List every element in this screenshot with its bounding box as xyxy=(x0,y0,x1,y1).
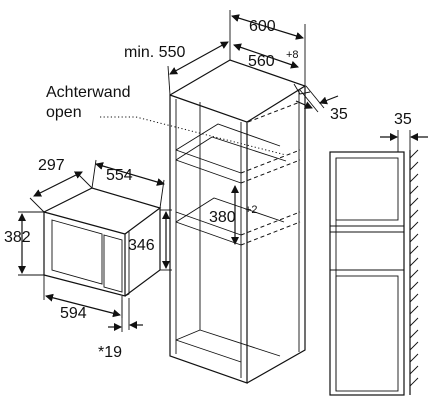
label-achterwand: Achterwand xyxy=(46,84,131,101)
dim-19: *19 xyxy=(98,344,122,361)
dim-35-cabinet: 35 xyxy=(330,106,348,123)
dim-346: 346 xyxy=(128,237,155,254)
dim-382: 382 xyxy=(4,229,31,246)
tall-cabinet xyxy=(169,59,311,384)
dim-594: 594 xyxy=(60,305,87,322)
dim-560-tolerance: +8 xyxy=(286,49,299,61)
dim-560: 560 xyxy=(248,53,275,70)
side-section: 35 xyxy=(329,111,428,396)
dim-min550: min. 550 xyxy=(124,44,185,61)
dim-297: 297 xyxy=(38,157,65,174)
cabinet-dimensions: 600 min. 550 560 +8 35 380 +2 xyxy=(124,10,348,245)
dim-380-tolerance: +2 xyxy=(245,204,258,216)
label-open: open xyxy=(46,104,82,121)
dim-600: 600 xyxy=(249,18,276,35)
dim-35-side: 35 xyxy=(394,111,412,128)
microwave-dimensions: 297 554 382 346 594 *19 xyxy=(4,157,172,361)
dim-554: 554 xyxy=(106,167,133,184)
wall-hatching xyxy=(409,149,419,387)
dim-380: 380 xyxy=(209,209,236,226)
rear-wall-label: Achterwand open xyxy=(46,84,287,156)
